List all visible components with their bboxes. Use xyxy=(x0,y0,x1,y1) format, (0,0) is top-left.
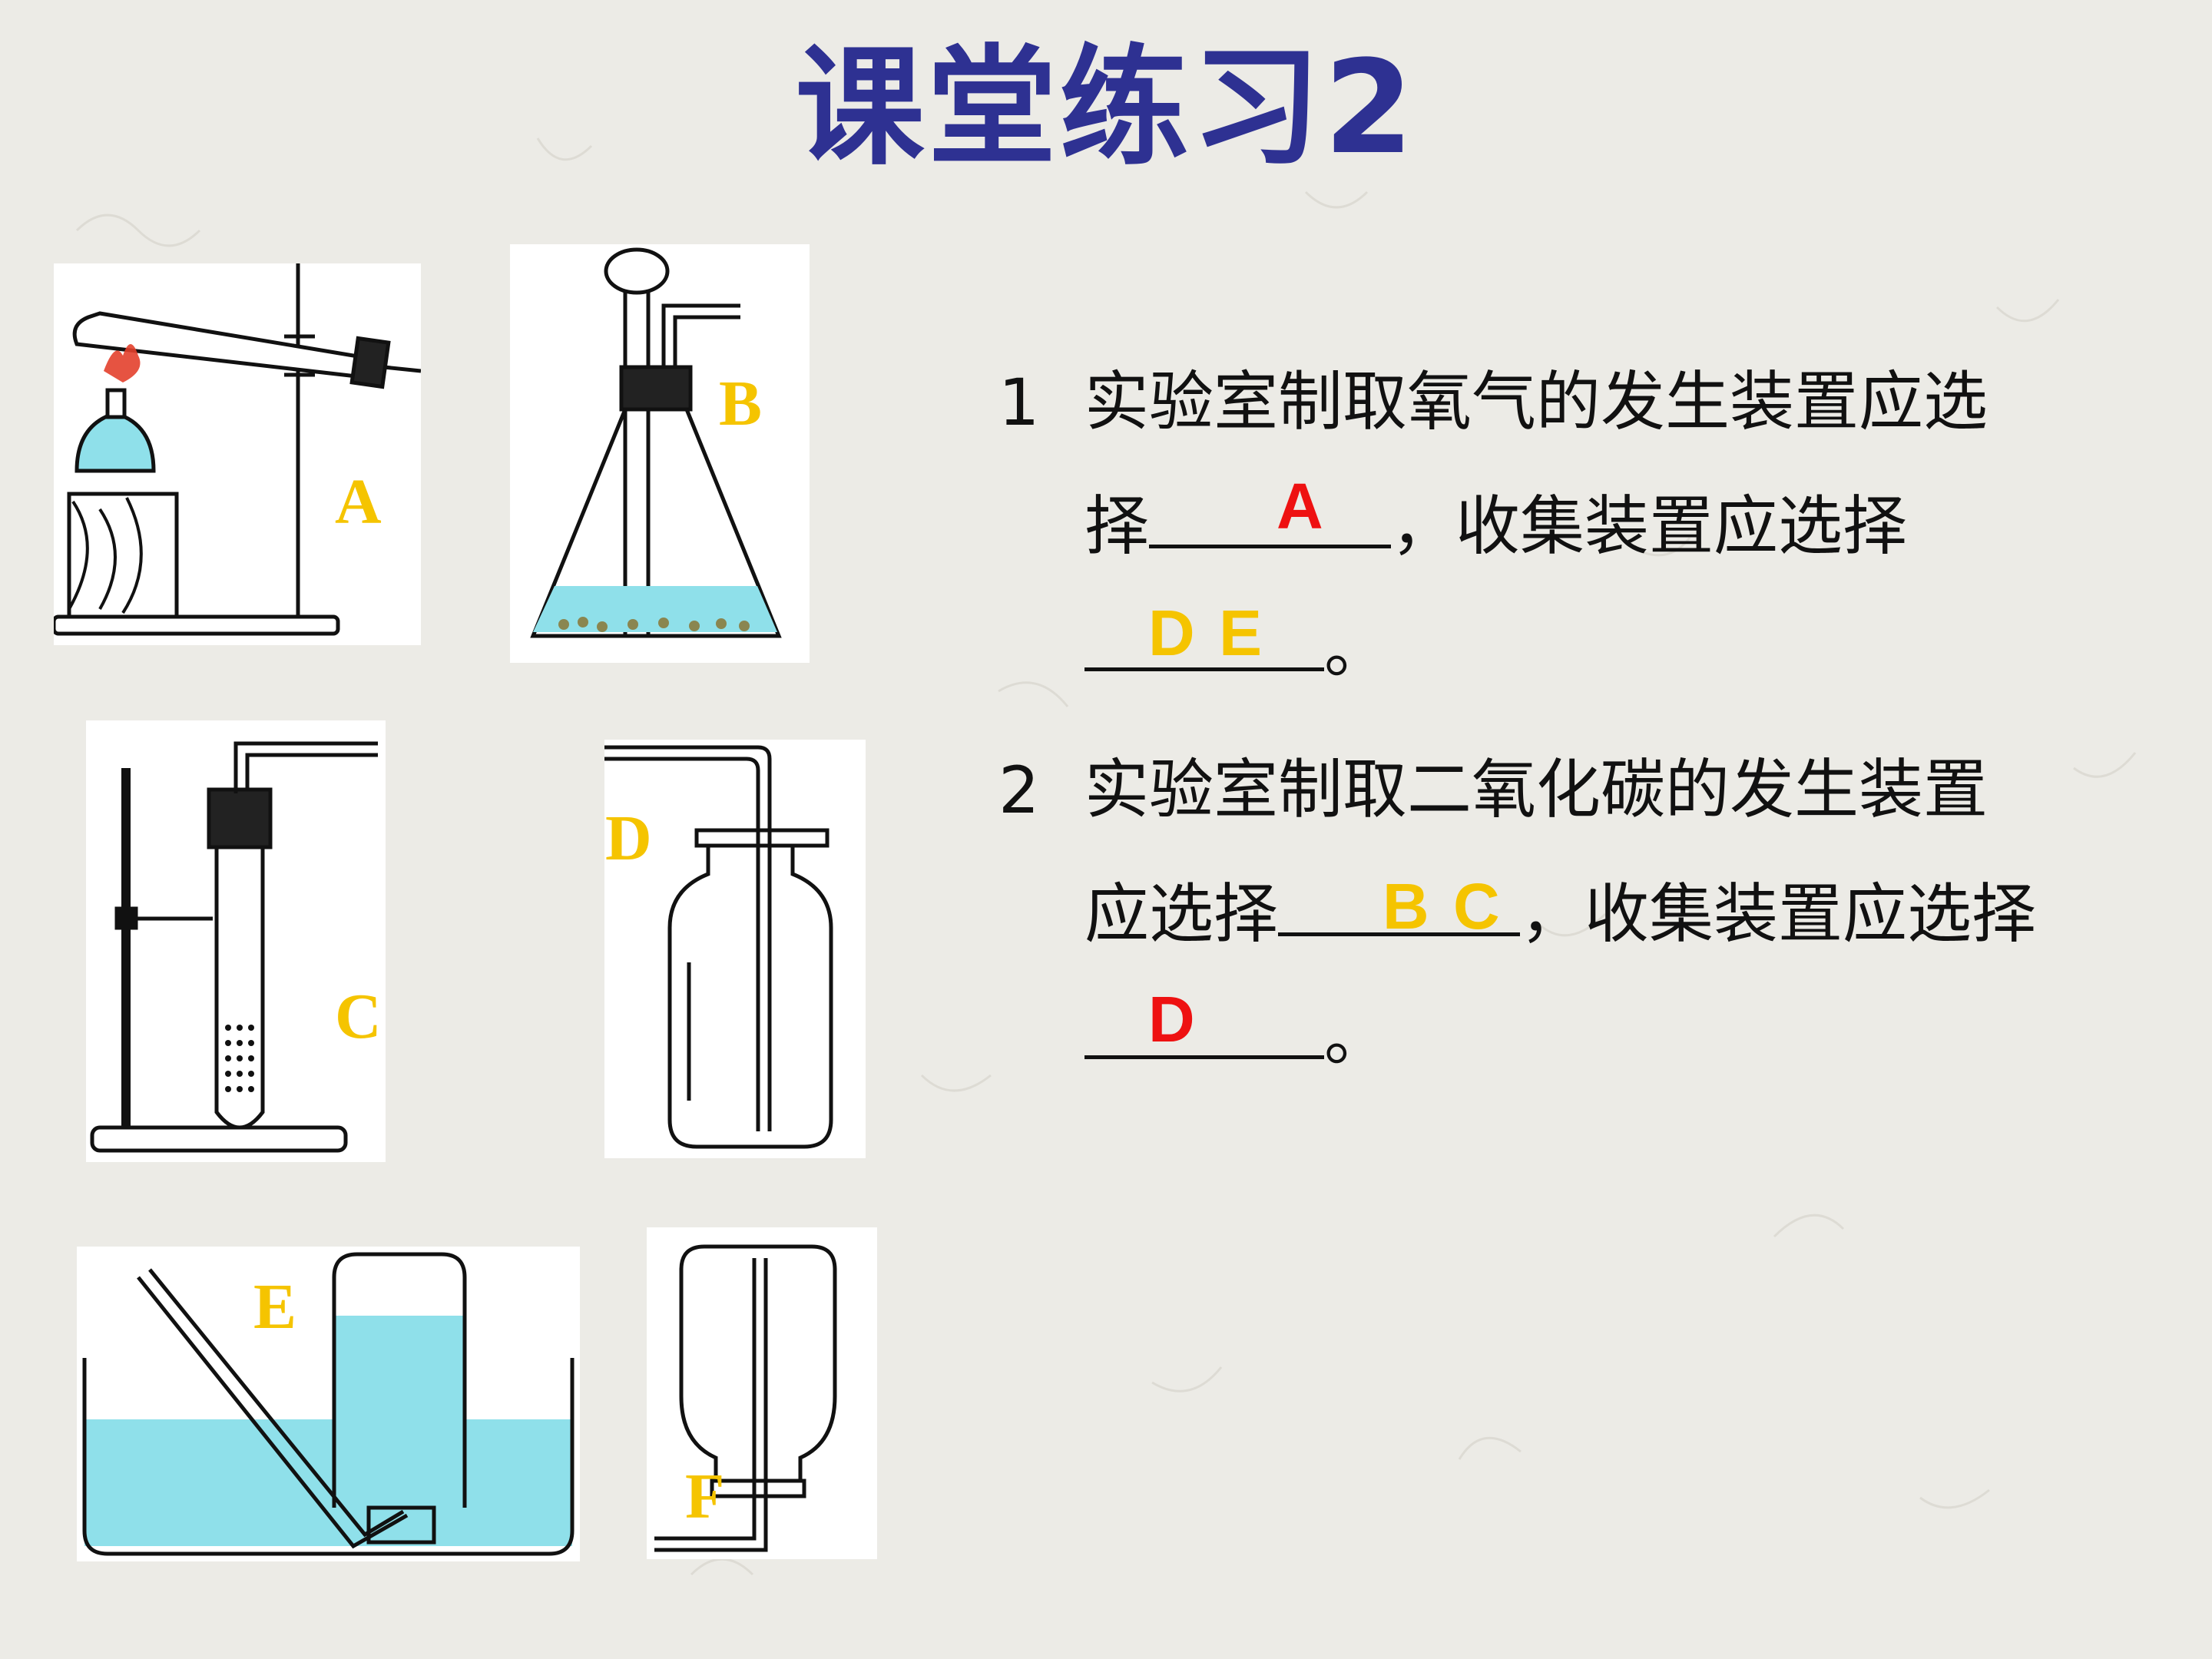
question-1-line-1: 实验室制取氧气的发生装置应选 xyxy=(1084,364,1988,439)
question-2-line-3-suffix: 。 xyxy=(1324,999,1389,1075)
label-a: A xyxy=(335,466,382,538)
question-2-blank-collection[interactable] xyxy=(1084,997,1324,1059)
question-2-line-1: 实验室制取二氧化碳的发生装置 xyxy=(1084,752,1988,827)
question-2-line-2-prefix: 应选择 xyxy=(1084,876,1279,952)
question-2-line-2: 应选择 ，收集装置应选择 xyxy=(1084,874,2036,952)
downward-air-collection-bottle-icon xyxy=(654,1244,837,1552)
apparatus-a-panel xyxy=(54,263,421,645)
question-2-blank-generation[interactable] xyxy=(1278,874,1521,936)
question-1-line-2-prefix: 择 xyxy=(1084,488,1150,564)
apparatus-c-panel xyxy=(86,720,386,1162)
label-d: D xyxy=(605,803,652,874)
question-2-line-2-suffix: ，收集装置应选择 xyxy=(1520,876,2037,952)
label-c: C xyxy=(335,981,382,1052)
question-1-line-2: 择 ，收集装置应选择 xyxy=(1084,486,1907,565)
question-1-number: 1 xyxy=(998,365,1040,440)
question-1-line-3-suffix: 。 xyxy=(1324,611,1389,687)
question-1-line-3: 。 xyxy=(1084,609,1389,687)
question-2-answer-generation: B C xyxy=(1382,870,1503,942)
page-title: 课堂练习2 xyxy=(795,32,1417,183)
label-e: E xyxy=(253,1271,297,1343)
question-1-blank-generation[interactable] xyxy=(1149,486,1392,548)
test-tube-heating-apparatus-icon xyxy=(54,263,421,636)
question-2-line-3: 。 xyxy=(1084,997,1389,1075)
question-2-answer-collection: D xyxy=(1148,983,1198,1055)
upward-air-collection-bottle-icon xyxy=(604,745,833,1149)
question-2-number: 2 xyxy=(998,753,1040,828)
apparatus-d-panel xyxy=(604,740,866,1158)
apparatus-f-panel xyxy=(647,1227,877,1559)
water-displacement-collection-icon xyxy=(82,1252,575,1556)
question-1-line-2-suffix: ，收集装置应选择 xyxy=(1391,488,1908,564)
question-1-blank-collection[interactable] xyxy=(1084,609,1324,671)
apparatus-e-panel xyxy=(77,1247,580,1561)
question-1-answer-generation: A xyxy=(1277,470,1326,542)
label-b: B xyxy=(719,368,763,439)
apparatus-b-panel xyxy=(510,244,810,663)
test-tube-clamp-apparatus-icon xyxy=(90,741,378,1153)
question-1-answer-collection: D E xyxy=(1148,597,1266,669)
conical-flask-funnel-apparatus-icon xyxy=(530,247,782,638)
label-f: F xyxy=(685,1461,725,1532)
